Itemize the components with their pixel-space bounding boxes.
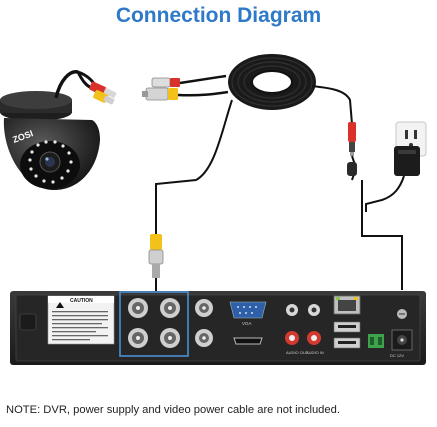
video-input-highlight-box: [119, 291, 189, 357]
audio-out-label: AUDIO OUT: [286, 350, 309, 355]
bnc-port-4: [160, 328, 180, 348]
video-output-ports: [195, 299, 213, 347]
cable-inline-coupler: [347, 162, 357, 176]
diagram-title: Connection Diagram: [115, 4, 322, 27]
audio-ports: AUDIO OUT AUDIO IN: [285, 304, 324, 355]
bnc-port-1: [128, 298, 148, 318]
adapter-cable: [365, 175, 405, 212]
cable-bottom-bnc-connector: [148, 234, 164, 278]
cable-top-power-connector: [151, 77, 180, 88]
alarm-terminal-block: [368, 334, 384, 348]
hdmi-port: [233, 337, 263, 345]
note-text: NOTE: DVR, power supply and video power …: [6, 404, 340, 416]
siamese-cable: [142, 54, 358, 292]
dc-power-jack: DC 12V: [390, 329, 413, 358]
power-adapter: [394, 146, 420, 176]
camera-mount-base: [0, 91, 72, 121]
screw-panel: [19, 313, 37, 331]
cable-top-bnc-connector: [142, 87, 178, 101]
audio-in-label: AUDIO IN: [306, 350, 324, 355]
cable-coil: [228, 54, 316, 110]
bnc-port-3: [128, 328, 148, 348]
caution-label-text: CAUTION: [70, 298, 93, 304]
vga-label: VGA: [242, 321, 252, 326]
ground-screw: [397, 309, 407, 319]
cable-dc-power-plug: [348, 122, 356, 156]
dvr-recorder: CAUTION VGA: [10, 291, 426, 365]
power-lead-to-dvr: [361, 180, 403, 290]
camera-pigtail-cable: [54, 70, 117, 105]
camera-dome: ZOSI: [3, 118, 100, 191]
security-camera: ZOSI: [0, 91, 100, 191]
bnc-input-ports: [128, 298, 180, 348]
ir-led-ring: [28, 140, 73, 184]
caution-label: CAUTION: [47, 295, 115, 345]
usb-ports: [333, 321, 361, 349]
vga-port: VGA: [229, 301, 267, 326]
network-port: [333, 295, 361, 315]
camera-video-connector: [93, 90, 115, 105]
camera-power-connector: [89, 81, 117, 98]
bnc-port-2: [160, 298, 180, 318]
dc-label: DC 12V: [390, 353, 404, 358]
